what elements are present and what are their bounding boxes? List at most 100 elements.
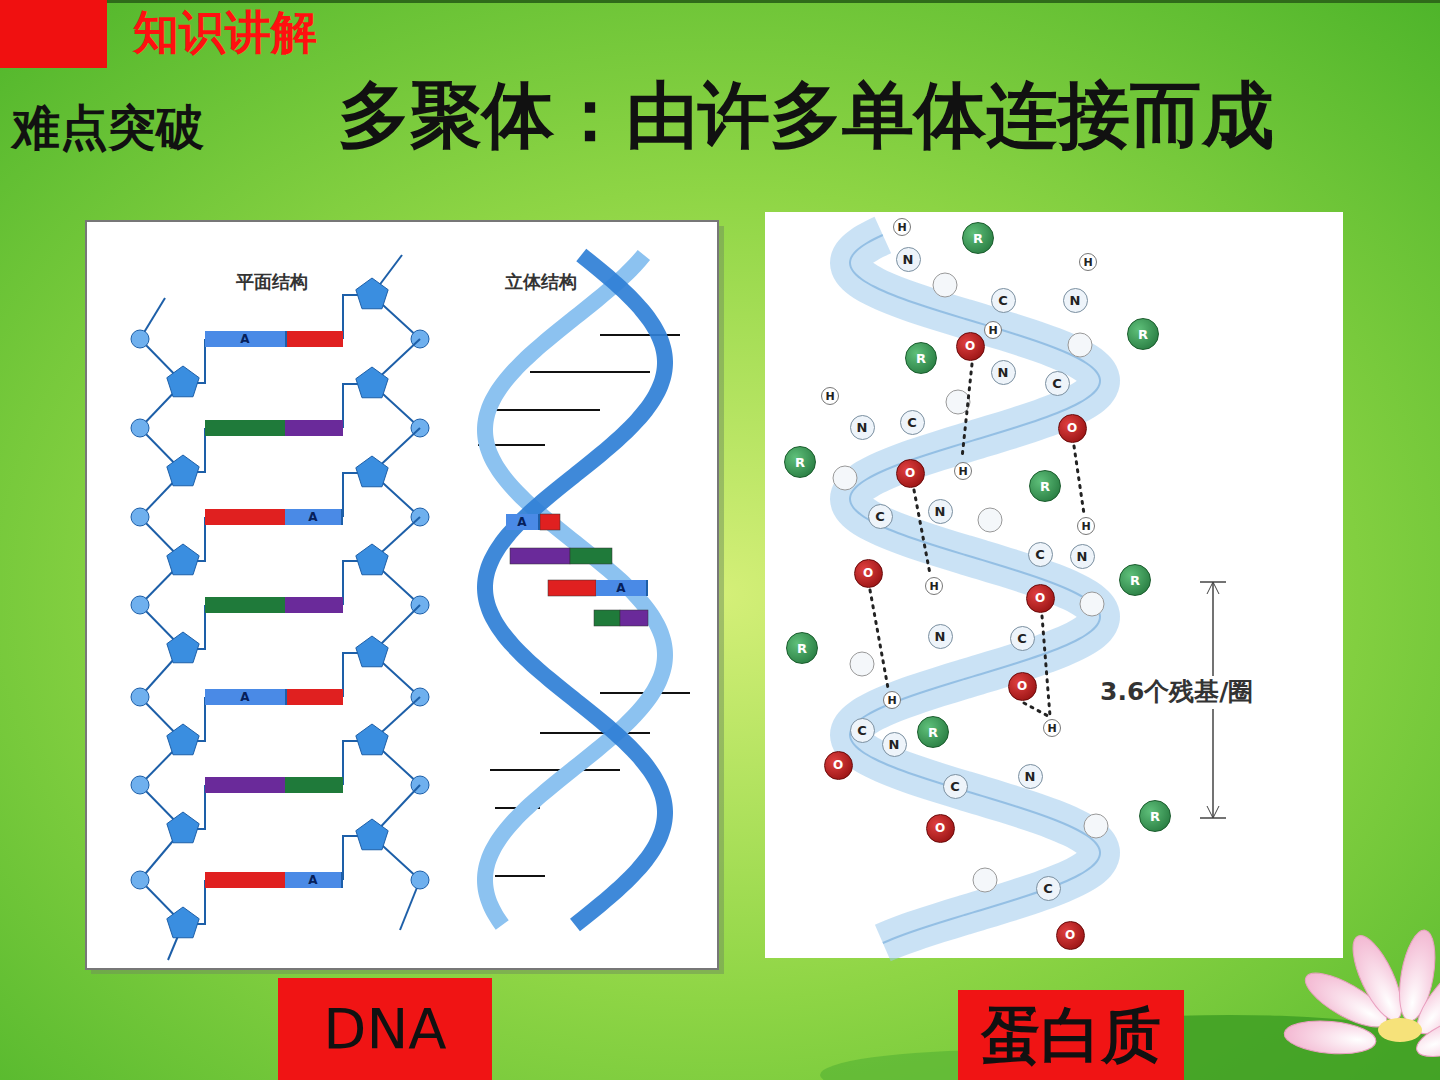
node-text: C <box>857 724 867 737</box>
backbone-atom: N <box>928 624 953 649</box>
side-chain-ball: R <box>784 446 816 478</box>
base-segment: A <box>596 580 648 596</box>
node-text: R <box>916 352 926 365</box>
dna-double-helix <box>478 255 690 925</box>
backbone-atom: N <box>1063 288 1088 313</box>
node-text: O <box>1035 592 1045 604</box>
backbone-atom: N <box>991 360 1016 385</box>
alpha-helix <box>833 235 1108 943</box>
node-text: C <box>1017 632 1027 645</box>
node-text: N <box>1025 770 1036 783</box>
node-text: N <box>1077 550 1088 563</box>
node-text: A <box>616 582 625 594</box>
node-text: R <box>1040 480 1050 493</box>
oxygen-atom: O <box>854 559 883 588</box>
node-text: H <box>988 325 997 336</box>
side-chain-ball: R <box>1029 470 1061 502</box>
node-text: H <box>958 466 967 477</box>
node-text: R <box>1138 328 1148 341</box>
oxygen-atom: O <box>824 751 853 780</box>
backbone-atom: N <box>896 247 921 272</box>
oxygen-atom: O <box>956 332 985 361</box>
dimension-label: 3.6个残基/圈 <box>1096 676 1257 709</box>
node-text: N <box>857 421 868 434</box>
node-text: C <box>998 294 1008 307</box>
node-text: C <box>950 780 960 793</box>
node-text: O <box>1067 422 1077 434</box>
node-text: N <box>903 253 914 266</box>
backbone-atom: C <box>1045 371 1070 396</box>
hydrogen-atom: H <box>893 218 911 236</box>
base-segment: A <box>506 514 540 530</box>
base-segment: A <box>205 331 287 347</box>
side-chain-ball: R <box>1119 564 1151 596</box>
side-chain-ball: R <box>962 222 994 254</box>
side-chain-ball: R <box>905 342 937 374</box>
protein-panel <box>765 212 1343 958</box>
hydrogen-atom: H <box>821 387 839 405</box>
backbone-atom: N <box>1018 764 1043 789</box>
figure-caption: 平面结构 <box>236 272 308 293</box>
node-text: R <box>928 726 938 739</box>
node-text: N <box>935 505 946 518</box>
node-text: A <box>308 874 317 886</box>
node-text: H <box>929 581 938 592</box>
side-chain-ball: R <box>1127 318 1159 350</box>
hydrogen-atom: H <box>1043 719 1061 737</box>
base-segment: A <box>205 689 287 705</box>
node-text: A <box>240 691 249 703</box>
hydrogen-atom: H <box>883 691 901 709</box>
oxygen-atom: O <box>926 814 955 843</box>
backbone-atom: C <box>868 504 893 529</box>
node-text: O <box>833 759 843 771</box>
node-text: R <box>1150 810 1160 823</box>
node-text: R <box>795 456 805 469</box>
backbone-atom: N <box>850 415 875 440</box>
backbone-atom: C <box>850 718 875 743</box>
oxygen-atom: O <box>1026 584 1055 613</box>
section-tag: 知识讲解 <box>133 6 317 59</box>
backbone-atom: C <box>1028 542 1053 567</box>
node-text: N <box>1070 294 1081 307</box>
base-segment: A <box>285 872 343 888</box>
hydrogen-atom: H <box>984 321 1002 339</box>
node-text: R <box>973 232 983 245</box>
node-text: R <box>1130 574 1140 587</box>
node-text: O <box>863 567 873 579</box>
node-text: H <box>1047 723 1056 734</box>
node-text: H <box>1083 257 1092 268</box>
node-text: 蛋白质 <box>981 1005 1161 1065</box>
oxygen-atom: O <box>1056 921 1085 950</box>
figure-caption: 立体结构 <box>505 272 577 293</box>
node-text: N <box>935 630 946 643</box>
backbone-atom: N <box>1070 544 1095 569</box>
node-text: A <box>517 516 526 528</box>
hydrogen-atom: H <box>925 577 943 595</box>
red-tab <box>0 0 107 68</box>
side-chain-ball: R <box>917 716 949 748</box>
node-text: O <box>1017 680 1027 692</box>
node-text: R <box>797 642 807 655</box>
node-text: N <box>998 366 1009 379</box>
section-subtitle: 难点突破 <box>12 100 204 155</box>
node-text: H <box>825 391 834 402</box>
node-text: O <box>1065 929 1075 941</box>
caption-box: DNA <box>278 978 492 1080</box>
backbone-atom: C <box>991 288 1016 313</box>
caption-box: 蛋白质 <box>958 990 1184 1080</box>
node-text: O <box>905 467 915 479</box>
hydrogen-atom: H <box>1077 517 1095 535</box>
hydrogen-atom: H <box>954 462 972 480</box>
oxygen-atom: O <box>896 459 925 488</box>
node-text: A <box>308 511 317 523</box>
node-text: O <box>935 822 945 834</box>
top-rule <box>0 0 1440 3</box>
base-segment: A <box>285 509 343 525</box>
node-text: N <box>889 738 900 751</box>
node-text: A <box>240 333 249 345</box>
node-text: DNA <box>323 1001 446 1057</box>
